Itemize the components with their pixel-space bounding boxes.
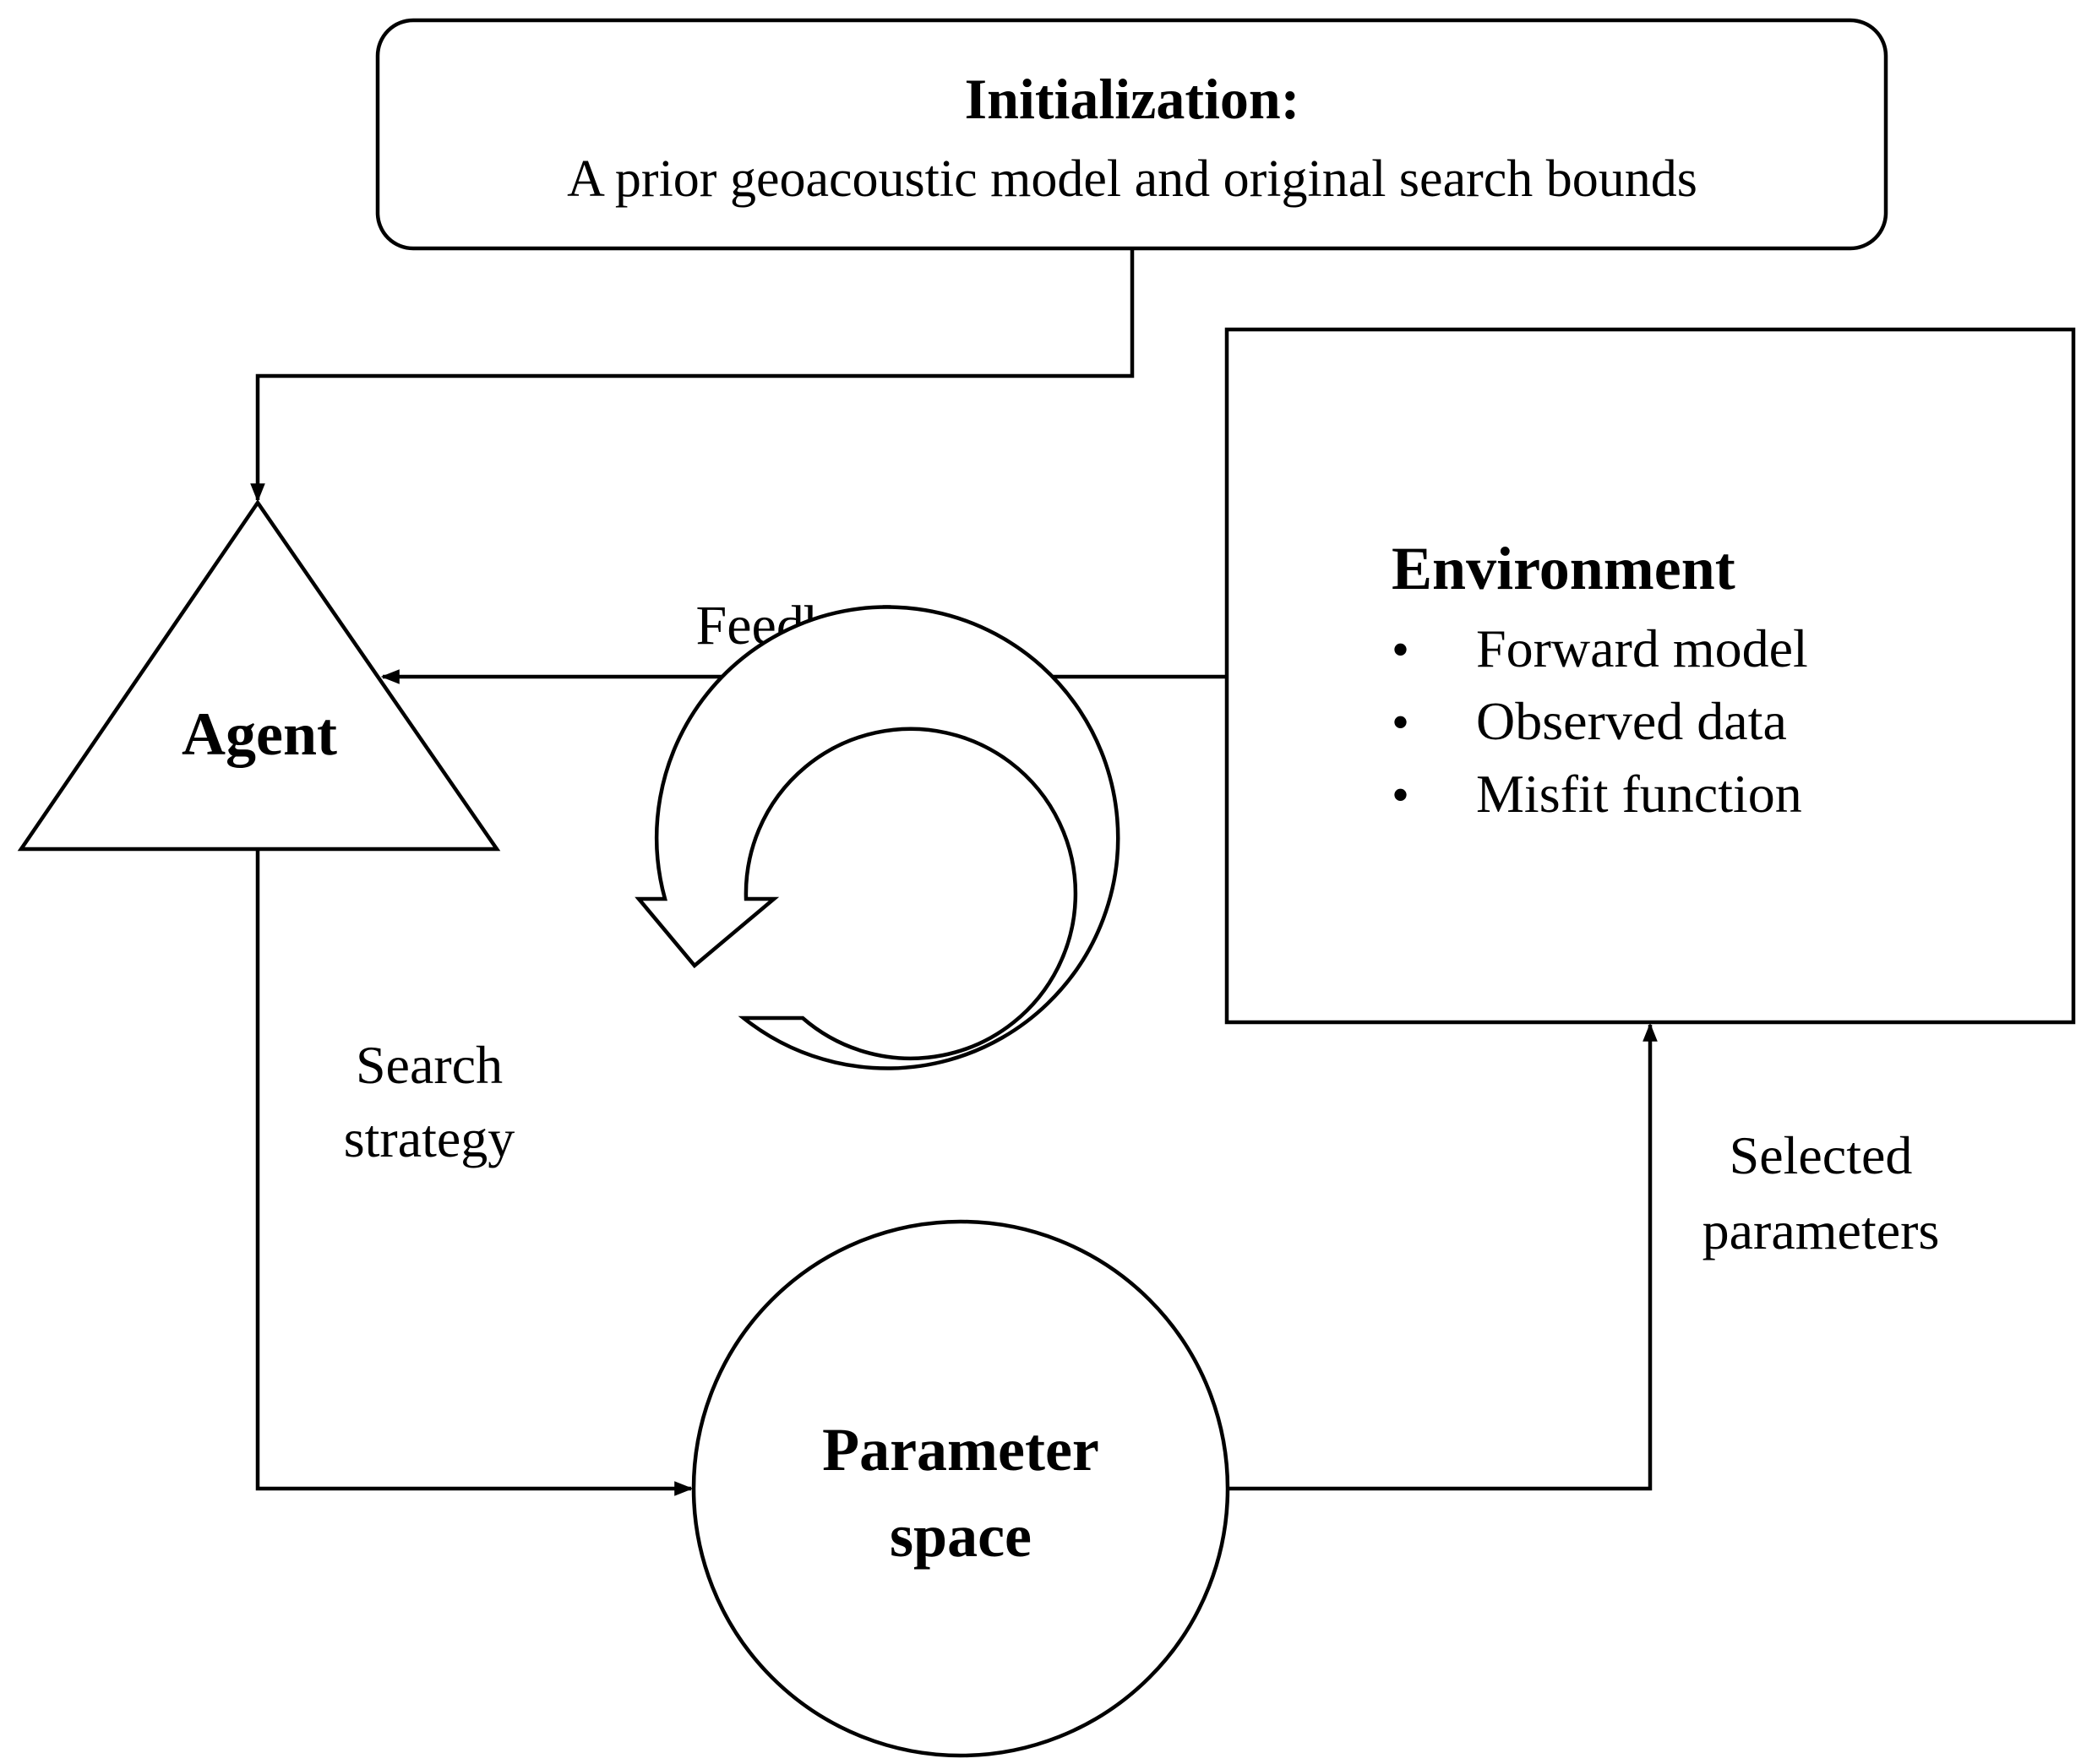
parameter-space-to-environment-connector	[1228, 1022, 1658, 1491]
initialization-title: Initialization:	[965, 67, 1300, 131]
parameter-space-label-line1: Parameter	[822, 1416, 1099, 1484]
environment-item: Misfit function	[1476, 764, 1802, 824]
agent-to-parameter-space-connector	[255, 849, 694, 1496]
environment-bullet: •	[1392, 694, 1409, 750]
selected-parameters-label-line1: Selected	[1730, 1125, 1913, 1185]
selected-parameters-label-line2: parameters	[1702, 1200, 1940, 1260]
parameter-space-circle	[691, 1219, 1230, 1758]
initialization-description: A prior geoacoustic model and original s…	[567, 150, 1697, 208]
agent-label: Agent	[182, 700, 337, 768]
initialization-box	[375, 18, 1888, 251]
environment-item: Forward model	[1476, 618, 1808, 678]
environment-title: Environment	[1392, 535, 1735, 602]
environment-bullet: •	[1392, 622, 1409, 678]
search-strategy-label-line2: strategy	[344, 1108, 515, 1168]
init-to-agent-connector	[250, 248, 1135, 503]
cycle-arrow-icon	[635, 605, 1120, 1070]
environment-item: Observed data	[1476, 691, 1787, 751]
parameter-space-label-line2: space	[890, 1502, 1032, 1570]
environment-bullet: •	[1392, 767, 1409, 823]
search-strategy-label-line1: Search	[356, 1035, 503, 1095]
